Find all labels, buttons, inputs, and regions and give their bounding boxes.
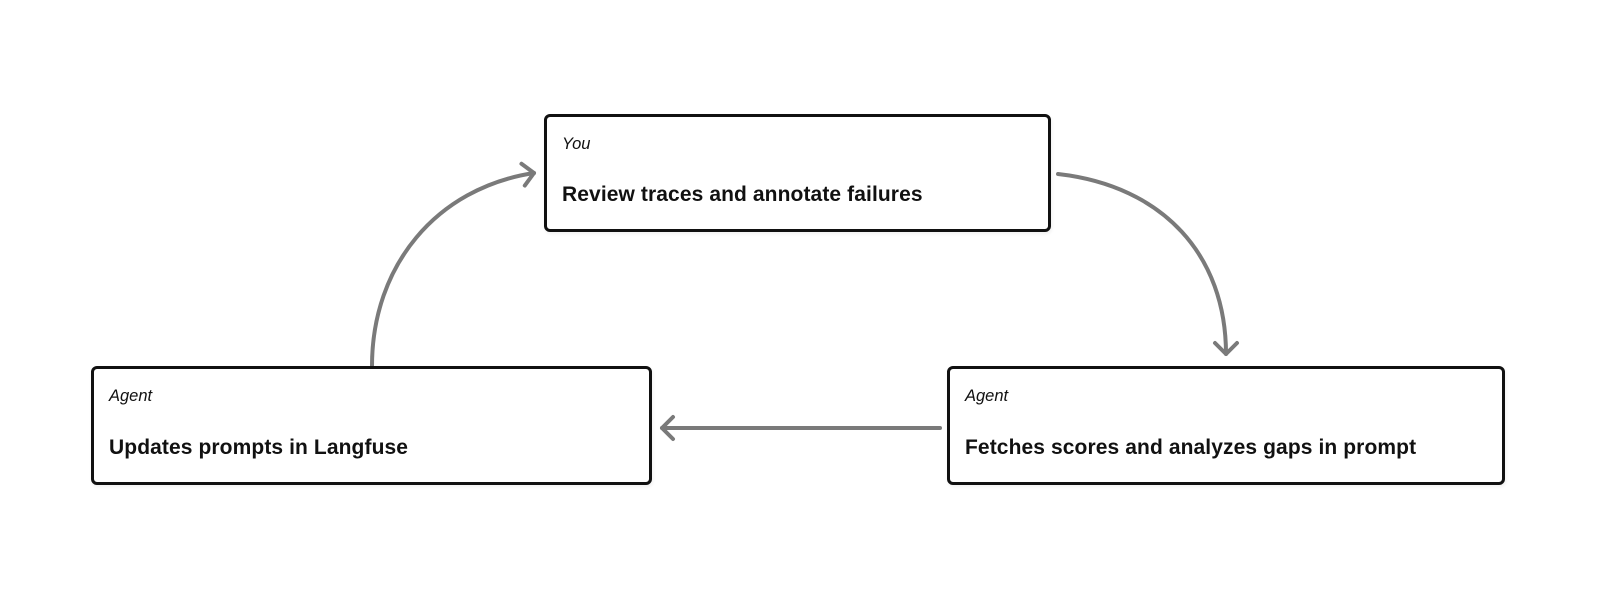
node-fetches-scores: Agent Fetches scores and analyzes gaps i… (947, 366, 1505, 485)
arrow-updates-to-review (370, 161, 536, 368)
node-updates-prompts: Agent Updates prompts in Langfuse (91, 366, 652, 485)
node-role-label: Agent (965, 387, 1009, 405)
node-title: Updates prompts in Langfuse (109, 435, 409, 459)
node-role-label: Agent (109, 387, 153, 405)
arrow-review-to-fetches (1056, 172, 1239, 356)
node-title: Review traces and annotate failures (562, 182, 923, 206)
node-role-label: You (562, 135, 591, 153)
node-review-traces: You Review traces and annotate failures (544, 114, 1051, 232)
node-title: Fetches scores and analyzes gaps in prom… (965, 435, 1417, 459)
